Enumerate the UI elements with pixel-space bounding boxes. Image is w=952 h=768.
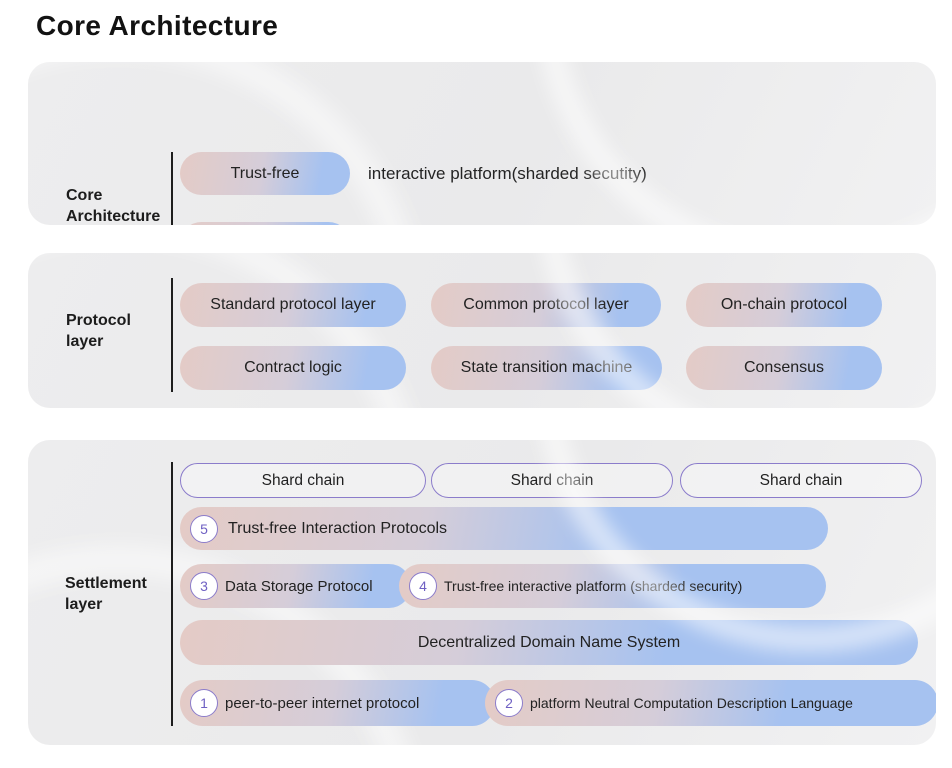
pill-data-storage-protocol-label: Data Storage Protocol — [225, 577, 373, 595]
pill-contract-logic: Contract logic — [180, 346, 406, 390]
shard-chain-1-label: Shard chain — [261, 471, 345, 489]
pill-state-transition-machine-label: State transition machine — [460, 359, 633, 376]
protocol-divider-line — [171, 278, 173, 392]
settlement-divider-line — [171, 462, 173, 726]
pill-trust-free-interaction-protocols-label: Trust-free Interaction Protocols — [228, 519, 448, 537]
shard-chain-2-label: Shard chain — [510, 471, 594, 489]
badge-3: 3 — [190, 572, 218, 600]
badge-5: 5 — [190, 514, 218, 543]
pill-trust-free-2: Trust-free — [180, 222, 350, 225]
page-title: Core Architecture — [36, 10, 279, 41]
pill-data-storage-protocol: 3 Data Storage Protocol — [180, 564, 411, 608]
settlement-layer-panel: Settlement layer Shard chain Shard chain… — [28, 440, 936, 745]
protocol-layer-label-line2: layer — [66, 333, 104, 351]
badge-1: 1 — [190, 689, 218, 717]
badge-4: 4 — [409, 572, 437, 600]
core-architecture-label: Core Architecture — [66, 185, 160, 225]
pill-consensus: Consensus — [686, 346, 882, 390]
pill-trust-free-1: Trust-free — [180, 152, 350, 195]
pill-decentralized-domain-name-system: Decentralized Domain Name System — [180, 620, 918, 665]
pill-common-protocol-layer: Common protocol layer — [431, 283, 661, 327]
pill-ddns-label: Decentralized Domain Name System — [417, 633, 681, 651]
shard-chain-pill-3: Shard chain — [680, 463, 922, 498]
protocol-layer-panel: Protocol layer Standard protocol layer C… — [28, 253, 936, 408]
settlement-layer-label-line2: layer — [65, 596, 103, 614]
pill-trust-free-1-label: Trust-free — [230, 164, 300, 182]
badge-2: 2 — [495, 689, 523, 717]
core-architecture-label-line1: Core — [66, 187, 103, 204]
settlement-layer-label-line1: Settlement — [65, 575, 147, 592]
shard-chain-pill-1: Shard chain — [180, 463, 426, 498]
core-architecture-panel: Core Architecture Trust-free interactive… — [28, 62, 936, 225]
pill-peer-to-peer-label: peer-to-peer internet protocol — [225, 694, 420, 712]
pill-trust-free-interactive-platform: 4 Trust-free interactive platform (shard… — [399, 564, 826, 608]
pill-state-transition-machine: State transition machine — [431, 346, 662, 390]
pill-standard-protocol-layer: Standard protocol layer — [180, 283, 406, 327]
core-architecture-label-line2: Architecture — [66, 208, 161, 225]
core-row-1-description: interactive platform(sharded secutity) — [368, 163, 647, 183]
core-divider-line — [171, 152, 173, 225]
pill-standard-protocol-layer-label: Standard protocol layer — [210, 296, 376, 313]
pill-on-chain-protocol: On-chain protocol — [686, 283, 882, 327]
protocol-layer-label-line1: Protocol — [66, 312, 131, 329]
core-row-2-description: Interaction Protocols — [368, 222, 523, 225]
pill-pncdl-label: platform Neutral Computation Description… — [530, 695, 853, 711]
protocol-layer-label: Protocol layer — [66, 310, 131, 352]
pill-trust-free-interactive-platform-label: Trust-free interactive platform (sharded… — [444, 578, 743, 594]
pill-trust-free-interaction-protocols: 5 Trust-free Interaction Protocols — [180, 507, 828, 550]
shard-chain-pill-2: Shard chain — [431, 463, 673, 498]
pill-contract-logic-label: Contract logic — [244, 359, 342, 376]
pill-platform-neutral-computation-description-language: 2 platform Neutral Computation Descripti… — [485, 680, 936, 726]
pill-common-protocol-layer-label: Common protocol layer — [463, 296, 629, 313]
pill-on-chain-protocol-label: On-chain protocol — [720, 296, 848, 313]
settlement-layer-label: Settlement layer — [65, 573, 147, 615]
pill-consensus-label: Consensus — [743, 359, 825, 376]
shard-chain-3-label: Shard chain — [759, 471, 843, 489]
pill-peer-to-peer-internet-protocol: 1 peer-to-peer internet protocol — [180, 680, 495, 726]
